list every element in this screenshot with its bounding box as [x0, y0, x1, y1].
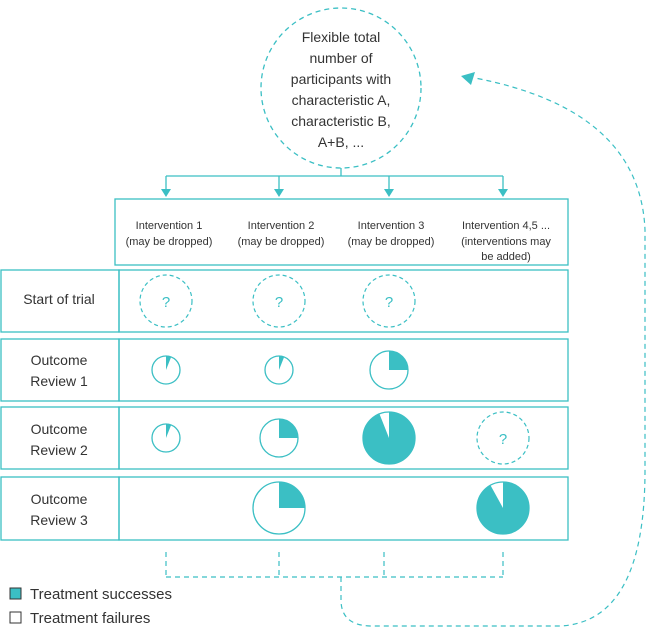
stage-label-start: Start of trial	[23, 291, 95, 307]
feedback-loop-line	[340, 77, 646, 627]
intervention-2-name: Intervention 2	[248, 220, 315, 232]
intervention-2-note: (may be dropped)	[238, 236, 325, 248]
stage-label-review-1-line-2: Review 1	[30, 373, 88, 389]
unknown-outcome-mark: ?	[385, 294, 393, 311]
treatment-success-slice	[477, 482, 530, 534]
stage-content-box-review-1	[118, 338, 569, 402]
unknown-outcome-circle	[139, 274, 193, 328]
pool-line-4: characteristic A,	[292, 92, 391, 108]
stage-label-review-1-line-1: Outcome	[31, 352, 88, 368]
intervention-1-name: Intervention 1	[136, 220, 203, 232]
stage-label-review-2-line-1: Outcome	[31, 421, 88, 437]
stage-content-box-review-2	[118, 406, 569, 470]
stage-label-review-2-line-2: Review 2	[30, 442, 88, 458]
cell-r1-c0	[151, 355, 181, 385]
intervention-3-label: Intervention 3 (may be dropped)	[348, 220, 435, 248]
pool-line-2: number of	[309, 50, 372, 66]
arrow-head-3	[384, 189, 394, 197]
intervention-1-label: Intervention 1 (may be dropped)	[126, 220, 213, 248]
cell-r3-c3	[476, 481, 530, 535]
arrow-heads	[161, 189, 508, 197]
legend-failure-swatch	[9, 611, 22, 624]
stage-row-boxes	[0, 269, 569, 541]
intervention-4-name: Intervention 4,5 ...	[462, 220, 550, 232]
intervention-4-note: (interventions may	[461, 236, 551, 248]
intervention-labels: Intervention 1 (may be dropped) Interven…	[126, 220, 552, 263]
cell-r3-c1	[252, 481, 306, 535]
participants-pool-circle	[260, 7, 422, 169]
treatment-success-slice	[279, 482, 305, 508]
cell-r0-c2: ?	[362, 274, 416, 328]
stage-content-box-review-3	[118, 476, 569, 541]
intervention-4-note-2: be added)	[481, 251, 531, 263]
pool-line-3: participants with	[291, 71, 391, 87]
pool-line-1: Flexible total	[302, 29, 381, 45]
unknown-outcome-circle	[252, 274, 306, 328]
stage-labels: Start of trial Outcome Review 1 Outcome …	[23, 291, 95, 528]
treatment-success-slice	[279, 356, 285, 370]
cell-r1-c2	[369, 350, 409, 390]
participants-pool-text: Flexible total number of participants wi…	[291, 29, 391, 150]
legend-success-swatch	[9, 587, 22, 600]
treatment-success-slice	[363, 412, 416, 464]
intervention-header-box	[114, 198, 569, 266]
cell-r0-c0: ?	[139, 274, 193, 328]
stage-label-box-review-1	[0, 338, 120, 402]
intervention-3-note: (may be dropped)	[348, 236, 435, 248]
arrow-head-2	[274, 189, 284, 197]
treatment-success-slice	[166, 356, 172, 370]
unknown-outcome-mark: ?	[499, 431, 507, 448]
stage-label-box-review-3	[0, 476, 120, 541]
stage-label-review-3-line-2: Review 3	[30, 512, 88, 528]
intervention-1-note: (may be dropped)	[126, 236, 213, 248]
arrow-head-1	[161, 189, 171, 197]
stage-label-review-3-line-1: Outcome	[31, 491, 88, 507]
treatment-success-slice	[166, 424, 172, 438]
outcome-cells: ????	[139, 274, 530, 535]
intervention-3-name: Intervention 3	[358, 220, 425, 232]
stage-content-box-start	[118, 269, 569, 333]
cell-r2-c3: ?	[476, 411, 530, 465]
distribution-arrows	[165, 168, 504, 190]
cell-r2-c0	[151, 423, 181, 453]
unknown-outcome-mark: ?	[275, 294, 283, 311]
legend-success-label: Treatment successes	[30, 586, 172, 603]
treatment-success-slice	[389, 351, 408, 370]
intervention-2-label: Intervention 2 (may be dropped)	[238, 220, 325, 248]
pool-line-6: A+B, ...	[318, 134, 364, 150]
intervention-4-label: Intervention 4,5 ... (interventions may …	[461, 220, 551, 263]
cell-r0-c1: ?	[252, 274, 306, 328]
unknown-outcome-circle	[362, 274, 416, 328]
pool-line-5: characteristic B,	[291, 113, 391, 129]
cell-r2-c1	[259, 418, 299, 458]
unknown-outcome-mark: ?	[162, 294, 170, 311]
unknown-outcome-circle	[476, 411, 530, 465]
legend: Treatment successes Treatment failures	[9, 586, 172, 627]
cell-r1-c1	[264, 355, 294, 385]
arrow-head-4	[498, 189, 508, 197]
legend-failure-label: Treatment failures	[30, 610, 150, 627]
stage-label-box-review-2	[0, 406, 120, 470]
feedback-loop-arrow-head	[461, 72, 475, 85]
aggregation-lines	[165, 77, 646, 627]
treatment-success-slice	[279, 419, 298, 438]
cell-r2-c2	[362, 411, 416, 465]
